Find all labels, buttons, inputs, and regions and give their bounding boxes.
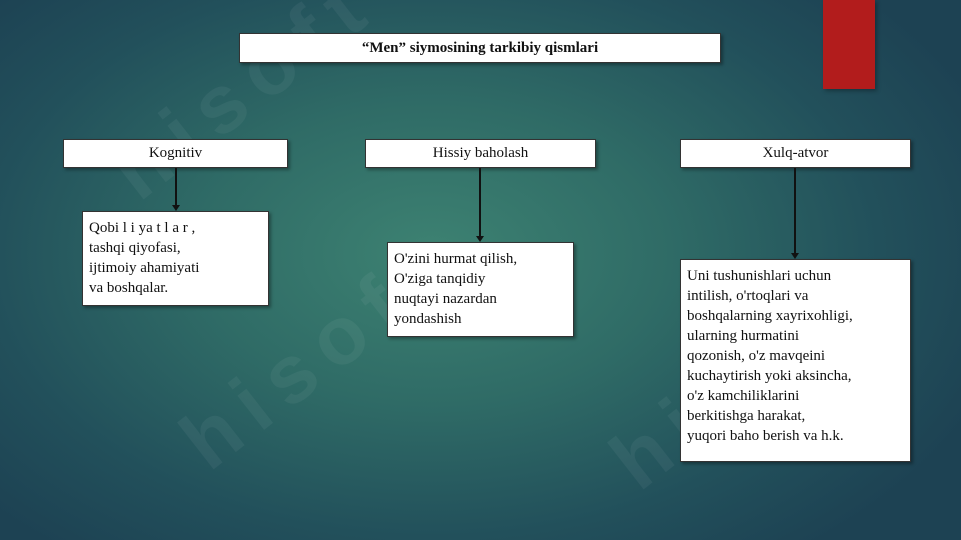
connector-arrow	[476, 236, 484, 242]
category-hissiy-baholash: Hissiy baholash	[365, 139, 596, 168]
connector-line	[175, 168, 177, 205]
description-xulq-atvor: Uni tushunishlari uchun intilish, o'rtoq…	[680, 259, 911, 462]
accent-tab	[823, 0, 875, 89]
description-hissiy-baholash: O'zini hurmat qilish, O'ziga tanqidiy nu…	[387, 242, 574, 337]
connector-line	[794, 168, 796, 253]
category-xulq-atvor: Xulq-atvor	[680, 139, 911, 168]
connector-arrow	[172, 205, 180, 211]
diagram-title: “Men” siymosining tarkibiy qismlari	[239, 33, 721, 63]
connector-arrow	[791, 253, 799, 259]
category-kognitiv: Kognitiv	[63, 139, 288, 168]
connector-line	[479, 168, 481, 236]
description-kognitiv: Qobi l i ya t l a r , tashqi qiyofasi, i…	[82, 211, 269, 306]
